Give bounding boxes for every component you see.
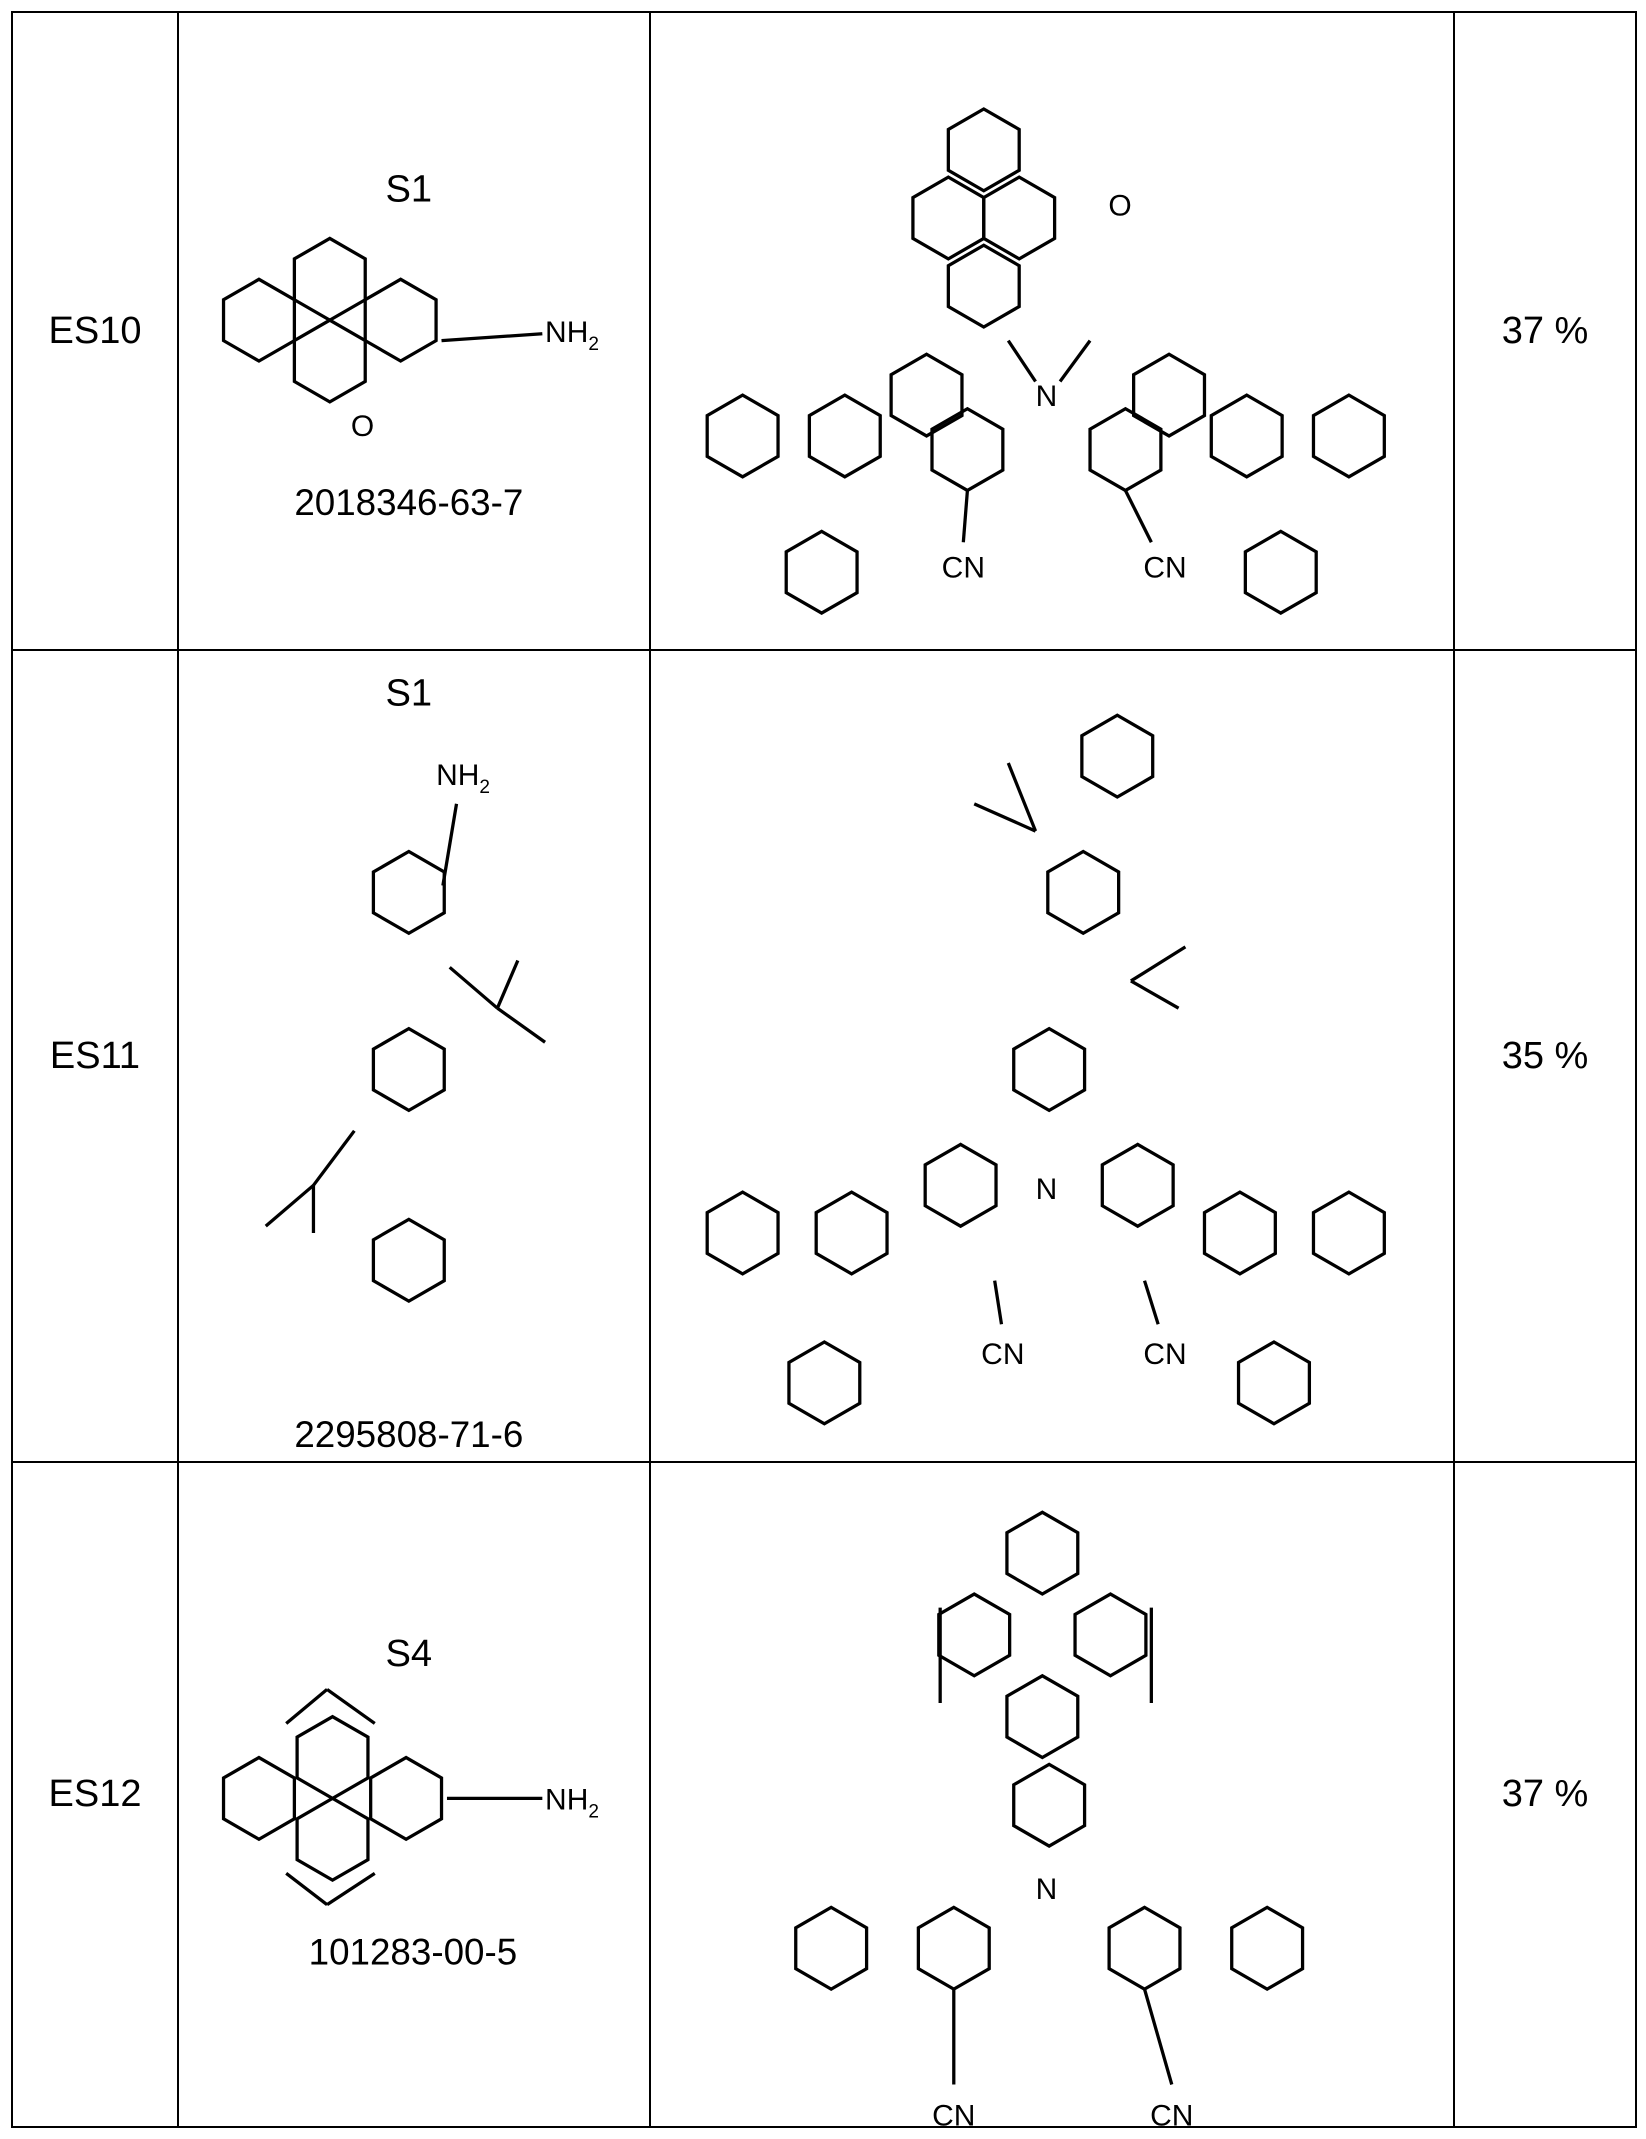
examples-table: ES10 37 % ES11 35 % ES12 37 %: [11, 11, 1637, 2128]
example-id: ES12: [12, 1462, 178, 2127]
table-row: ES12 37 %: [12, 1462, 1636, 2127]
product-cell: [650, 1462, 1454, 2127]
table-row: ES11 35 %: [12, 650, 1636, 1462]
reactant-cell: [178, 1462, 650, 2127]
example-id: ES11: [12, 650, 178, 1462]
yield: 35 %: [1454, 650, 1636, 1462]
product-cell: [650, 650, 1454, 1462]
yield: 37 %: [1454, 1462, 1636, 2127]
reactant-cell: [178, 12, 650, 650]
product-cell: [650, 12, 1454, 650]
example-id: ES10: [12, 12, 178, 650]
table-row: ES10 37 %: [12, 12, 1636, 650]
reactant-cell: [178, 650, 650, 1462]
yield: 37 %: [1454, 12, 1636, 650]
